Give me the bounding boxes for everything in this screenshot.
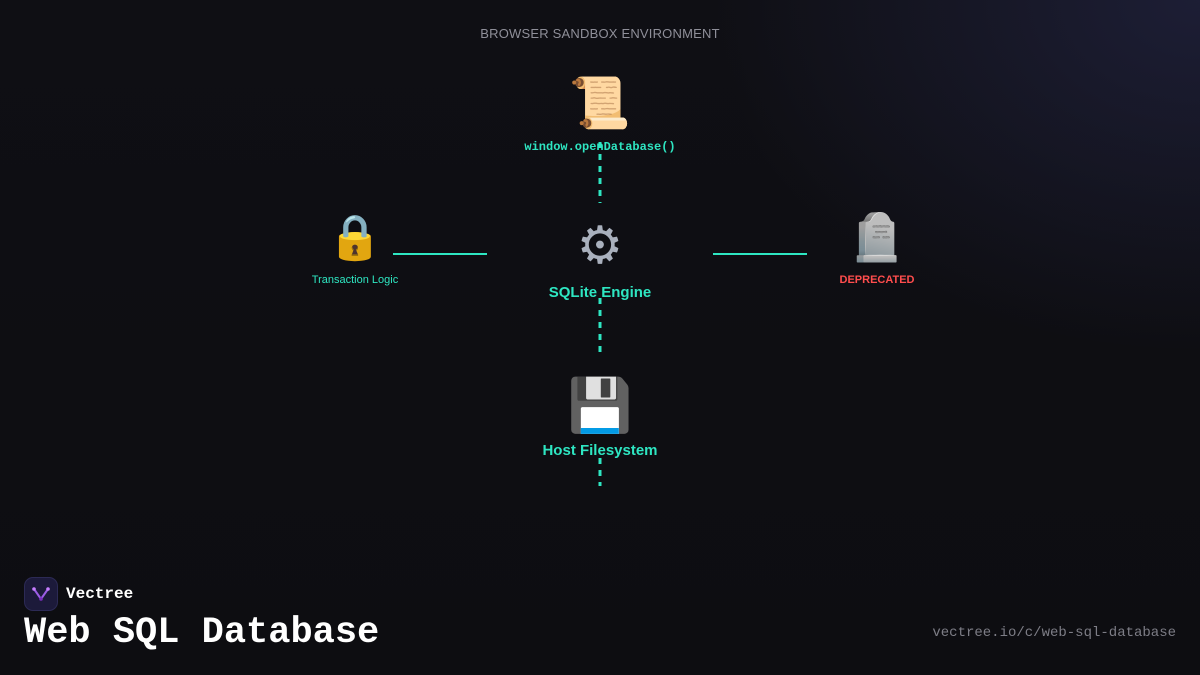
gear-icon: ⚙ <box>576 216 624 276</box>
node-host-filesystem-label: Host Filesystem <box>542 442 658 459</box>
lock-icon: 🔒 <box>327 212 383 263</box>
headstone-icon: 🪦 <box>848 210 906 264</box>
environment-label: BROWSER SANDBOX ENVIRONMENT <box>480 26 720 41</box>
node-transaction-logic: 🔒 Transaction Logic <box>311 212 399 287</box>
node-deprecated-label: DEPRECATED <box>839 274 915 286</box>
node-host-filesystem: 💾 Host Filesystem <box>542 380 657 459</box>
node-sqlite-engine-label: SQLite Engine <box>548 284 652 301</box>
scroll-icon: 📜 <box>568 74 632 132</box>
node-open-database: 📜 window.openDatabase() <box>524 78 675 154</box>
brand: Vectree <box>24 577 133 611</box>
node-sqlite-engine: ⚙ SQLite Engine <box>549 220 652 301</box>
node-transaction-logic-label: Transaction Logic <box>311 274 399 286</box>
node-deprecated: 🪦 DEPRECATED <box>840 214 915 286</box>
brand-name: Vectree <box>66 585 134 603</box>
vectree-logo-icon <box>24 577 58 611</box>
node-open-database-label: window.openDatabase() <box>524 140 676 154</box>
page-title: Web SQL Database <box>24 612 380 654</box>
floppy-disk-icon: 💾 <box>567 376 633 436</box>
page-url[interactable]: vectree.io/c/web-sql-database <box>932 625 1176 641</box>
